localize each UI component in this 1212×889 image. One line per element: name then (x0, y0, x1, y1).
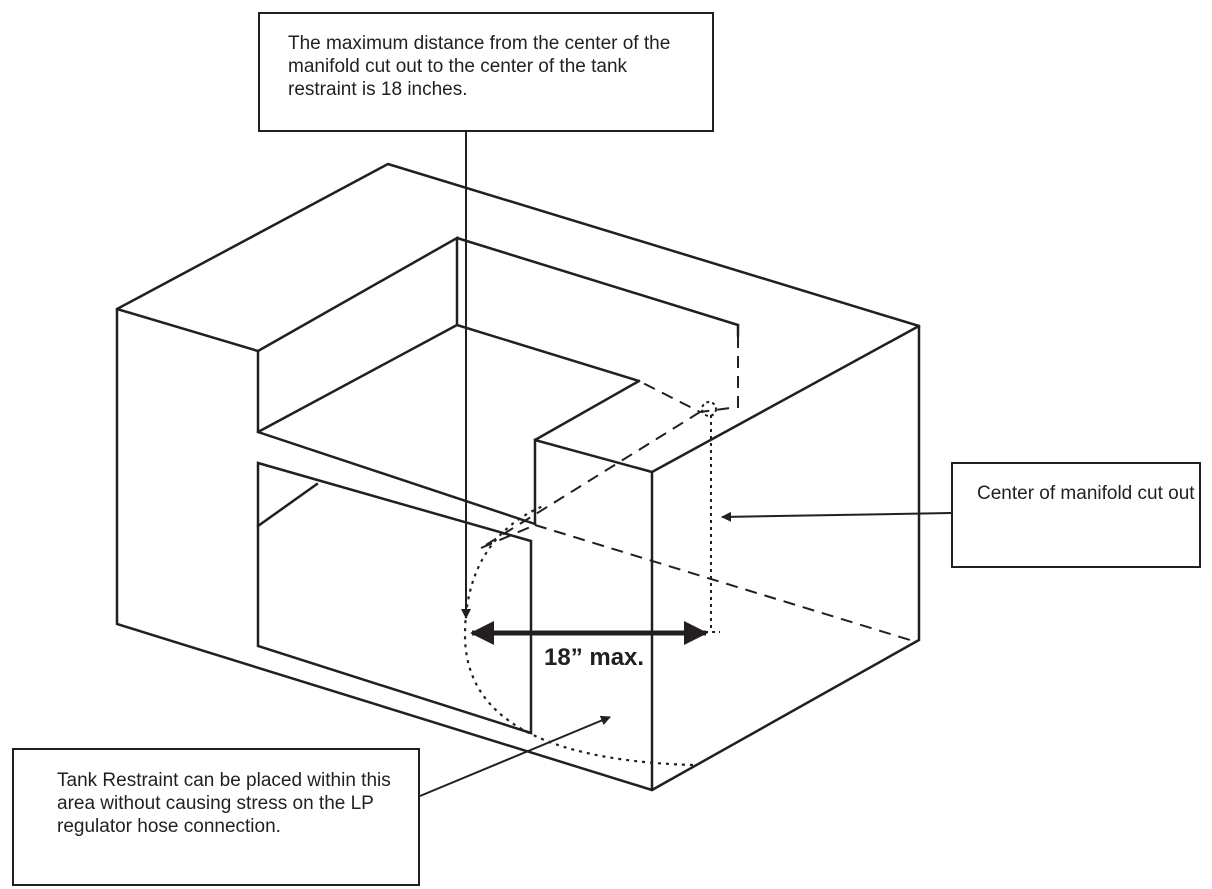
cutout-right-edge (533, 438, 654, 526)
cutout-back-wall (256, 235, 459, 353)
island-top-edge (115, 162, 921, 328)
counter-front-edge (115, 307, 537, 526)
projection-line (705, 415, 720, 633)
island-right-edge (650, 324, 921, 792)
counter-right-edge (650, 324, 921, 474)
island-left-face (115, 307, 654, 792)
dimension-label: 18” max. (544, 644, 645, 671)
front-opening (256, 461, 533, 735)
leader-bottom (419, 715, 611, 797)
island-outline (115, 162, 921, 792)
callout-manifold-center-text: Center of manifold cut out projected to … (977, 483, 1199, 504)
cutout-top-edge (455, 236, 740, 327)
callout-tank-restraint: Tank Restraint can be placed within this… (12, 748, 420, 886)
callout-max-distance: The maximum distance from the center of … (258, 12, 714, 132)
callout-tank-restraint-text: Tank Restraint can be placed within this… (57, 770, 391, 837)
callout-manifold-center: Center of manifold cut out projected to … (951, 462, 1201, 568)
leader-right (721, 511, 952, 522)
cutout-floor-back (256, 323, 641, 434)
hidden-lines (480, 336, 911, 641)
cutout-floor-right (533, 379, 641, 442)
manifold-cutout-center (701, 401, 717, 417)
callout-max-distance-text: The maximum distance from the center of … (288, 33, 671, 100)
placement-area-arc (463, 503, 694, 767)
